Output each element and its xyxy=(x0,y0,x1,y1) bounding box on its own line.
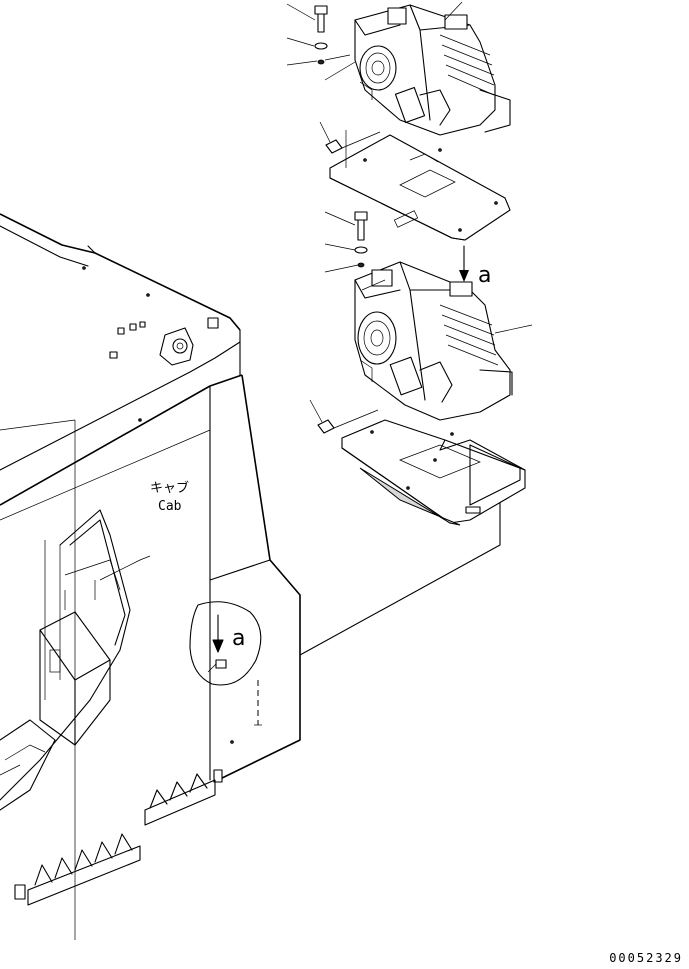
upper-clip xyxy=(319,121,381,154)
ref-a-lower: a xyxy=(232,626,245,651)
bottom-skirt-right xyxy=(144,773,216,826)
ac-unit-upper xyxy=(354,4,511,136)
lower-mounting-tray xyxy=(341,419,526,526)
cab-label-jp: キャブ xyxy=(150,480,189,496)
upper-mounting-plate xyxy=(329,130,511,241)
figure-code: 00052329 xyxy=(609,951,683,965)
ac-unit-lower xyxy=(354,261,533,421)
cab-body xyxy=(0,213,301,940)
bottom-skirt-left xyxy=(27,833,141,906)
lower-hardware xyxy=(324,211,368,273)
lower-clip xyxy=(309,399,379,434)
roof-clip xyxy=(207,317,219,329)
upper-hardware xyxy=(286,1,463,81)
cab-label-en: Cab xyxy=(158,499,182,514)
ref-a-upper: a xyxy=(478,263,491,288)
detail-circle-a xyxy=(189,601,262,686)
roof-bracket xyxy=(159,327,194,366)
